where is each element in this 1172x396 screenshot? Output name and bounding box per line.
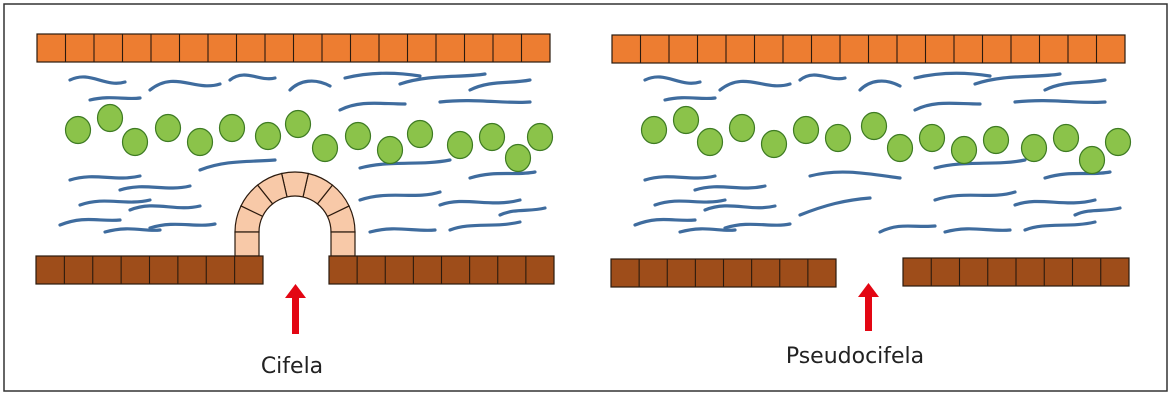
algal-cell (286, 111, 311, 138)
algal-cell (794, 117, 819, 144)
algal-cell (920, 125, 945, 152)
algal-cell (984, 127, 1009, 154)
hypha-filament (1015, 101, 1105, 103)
algal-cell (480, 124, 505, 151)
arrow-shaft (865, 295, 872, 331)
algal-cell (698, 129, 723, 156)
algal-cell (888, 135, 913, 162)
algal-cell (378, 137, 403, 164)
hypha-filament (440, 101, 530, 103)
algal-cell (1106, 129, 1131, 156)
algal-cell (156, 115, 181, 142)
algal-cell (1054, 125, 1079, 152)
algal-cell (506, 145, 531, 172)
cifela-cell (331, 232, 355, 256)
algal-cell (826, 125, 851, 152)
algal-cell (220, 115, 245, 142)
cifela-label: Cifela (261, 354, 323, 379)
cifela-cell (235, 232, 259, 256)
algal-cell (188, 129, 213, 156)
algal-cell (1022, 135, 1047, 162)
algal-cell (1080, 147, 1105, 174)
algal-cell (313, 135, 338, 162)
algal-cell (642, 117, 667, 144)
pseudocifela-label: Pseudocifela (786, 344, 924, 369)
algal-cell (123, 129, 148, 156)
algal-cell (730, 115, 755, 142)
algal-cell (256, 123, 281, 150)
algal-cell (408, 121, 433, 148)
algal-cell (346, 123, 371, 150)
upper-cortex (612, 35, 1125, 63)
algal-cell (762, 131, 787, 158)
algal-cell (66, 117, 91, 144)
algal-cell (674, 107, 699, 134)
algal-cell (952, 137, 977, 164)
algal-cell (98, 105, 123, 132)
algal-cell (862, 113, 887, 140)
upper-cortex (37, 34, 550, 62)
arrow-shaft (292, 296, 299, 334)
algal-cell (528, 124, 553, 151)
algal-cell (448, 132, 473, 159)
